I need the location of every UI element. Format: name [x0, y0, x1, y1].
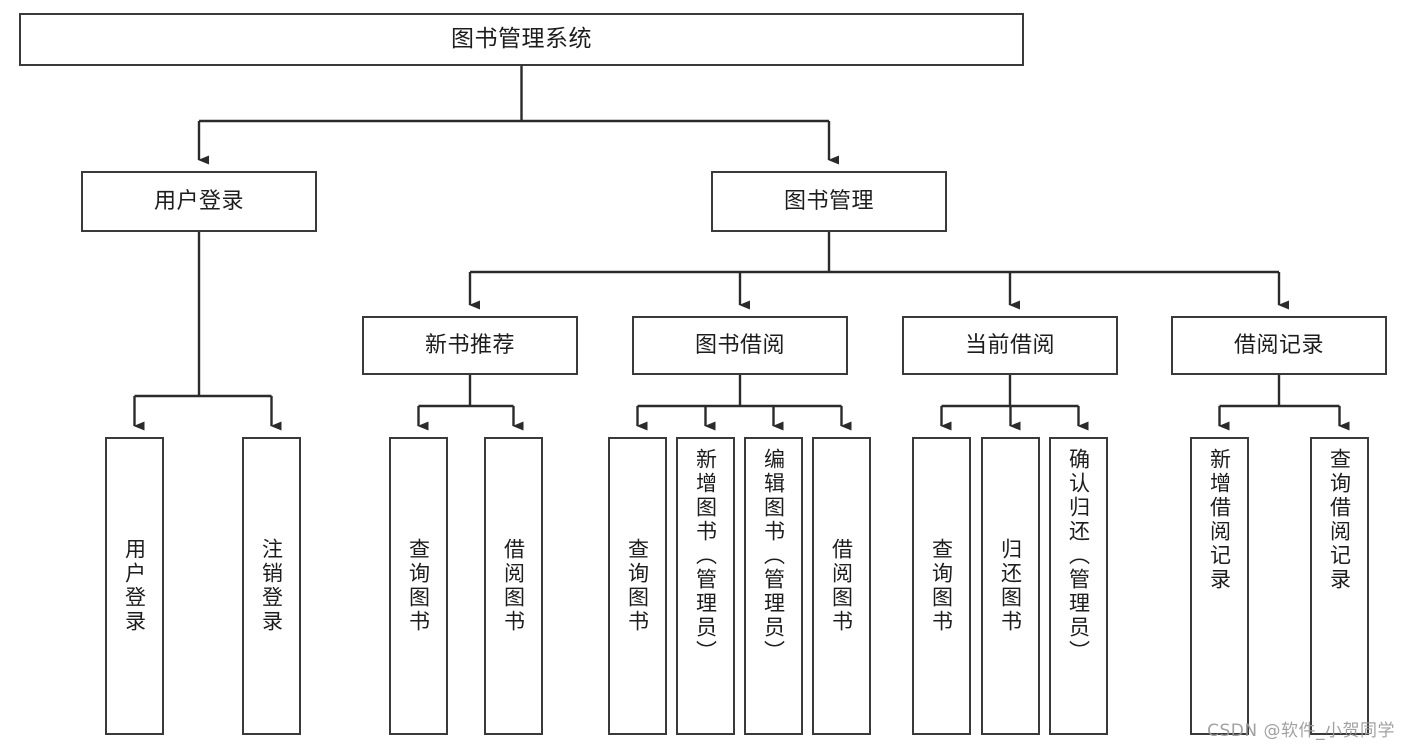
node-label-add-borrow-record: 新增借阅记录	[1207, 448, 1232, 592]
node-label-user-login: 用户登录	[153, 188, 244, 214]
node-query-book-1[interactable]: 查询图书	[389, 437, 448, 735]
csdn-watermark: CSDN @软件_小贺同学	[1207, 721, 1395, 741]
node-book-manage[interactable]: 图书管理	[711, 171, 947, 232]
node-add-book-admin[interactable]: 新增图书（管理员）	[676, 437, 735, 735]
node-label-confirm-return-admin: 确认归还（管理员）	[1066, 448, 1091, 664]
node-label-new-book-recommend: 新书推荐	[424, 332, 515, 358]
node-label-book-borrow: 图书借阅	[694, 332, 785, 358]
node-borrow-book-1[interactable]: 借阅图书	[484, 437, 543, 735]
node-label-user-logout: 注销登录	[259, 538, 284, 634]
node-return-book[interactable]: 归还图书	[981, 437, 1040, 735]
node-user-logout[interactable]: 注销登录	[242, 437, 301, 735]
node-label-edit-book-admin: 编辑图书（管理员）	[761, 448, 786, 664]
node-label-add-book-admin: 新增图书（管理员）	[693, 448, 718, 664]
node-label-borrow-record: 借阅记录	[1233, 332, 1324, 358]
node-confirm-return-admin[interactable]: 确认归还（管理员）	[1049, 437, 1108, 735]
node-label-query-book-2: 查询图书	[625, 538, 650, 634]
node-label-borrow-book-1: 借阅图书	[501, 538, 526, 634]
node-label-query-borrow-record: 查询借阅记录	[1327, 448, 1352, 592]
node-new-book-recommend[interactable]: 新书推荐	[362, 316, 578, 375]
node-label-query-book-1: 查询图书	[406, 538, 431, 634]
node-label-current-borrow: 当前借阅	[964, 332, 1055, 358]
node-user-login[interactable]: 用户登录	[81, 171, 317, 232]
node-label-return-book: 归还图书	[998, 538, 1023, 634]
node-edit-book-admin[interactable]: 编辑图书（管理员）	[744, 437, 803, 735]
node-label-borrow-book-2: 借阅图书	[829, 538, 854, 634]
node-query-borrow-record[interactable]: 查询借阅记录	[1310, 437, 1369, 735]
node-query-book-3[interactable]: 查询图书	[912, 437, 971, 735]
node-borrow-record[interactable]: 借阅记录	[1171, 316, 1387, 375]
node-label-root: 图书管理系统	[451, 25, 592, 52]
node-label-book-manage: 图书管理	[783, 188, 874, 214]
node-user-login-do[interactable]: 用户登录	[105, 437, 164, 735]
node-add-borrow-record[interactable]: 新增借阅记录	[1190, 437, 1249, 735]
node-root[interactable]: 图书管理系统	[19, 13, 1024, 66]
node-label-query-book-3: 查询图书	[929, 538, 954, 634]
node-book-borrow[interactable]: 图书借阅	[632, 316, 848, 375]
node-borrow-book-2[interactable]: 借阅图书	[812, 437, 871, 735]
node-current-borrow[interactable]: 当前借阅	[902, 316, 1118, 375]
node-label-user-login-do: 用户登录	[122, 538, 147, 634]
node-query-book-2[interactable]: 查询图书	[608, 437, 667, 735]
